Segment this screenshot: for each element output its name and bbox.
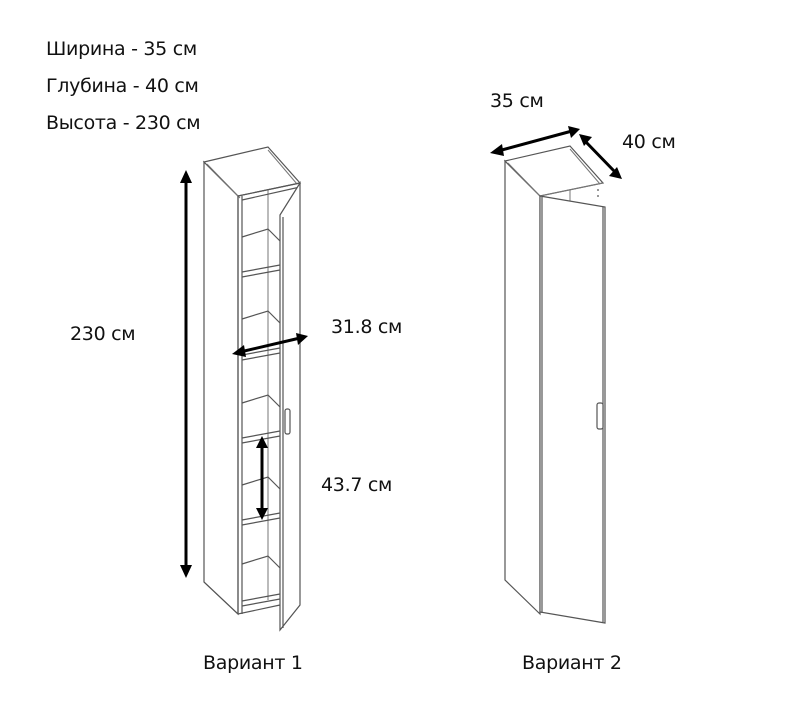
width-arrow — [490, 126, 580, 156]
dim-width-label: 35 см — [490, 90, 544, 112]
door-handle-icon — [284, 408, 291, 435]
inner-width-arrow — [232, 333, 308, 357]
dim-depth-label: 40 см — [622, 131, 676, 153]
shelf-gap-arrow — [256, 436, 268, 520]
dim-shelf-gap-label: 43.7 см — [321, 474, 393, 496]
variant-1-label: Вариант 1 — [203, 652, 303, 674]
spec-depth: Глубина - 40 см — [46, 75, 199, 97]
dim-height-label: 230 см — [70, 323, 136, 345]
dim-inner-width-label: 31.8 см — [331, 316, 403, 338]
door-handle-icon — [596, 402, 604, 430]
cabinet-variant-2 — [503, 145, 606, 624]
cabinet-variant-1 — [202, 146, 302, 632]
depth-arrow — [579, 134, 622, 179]
height-arrow — [180, 170, 192, 578]
spec-width: Ширина - 35 см — [46, 38, 197, 60]
spec-height: Высота - 230 см — [46, 112, 201, 134]
variant-2-label: Вариант 2 — [522, 652, 622, 674]
